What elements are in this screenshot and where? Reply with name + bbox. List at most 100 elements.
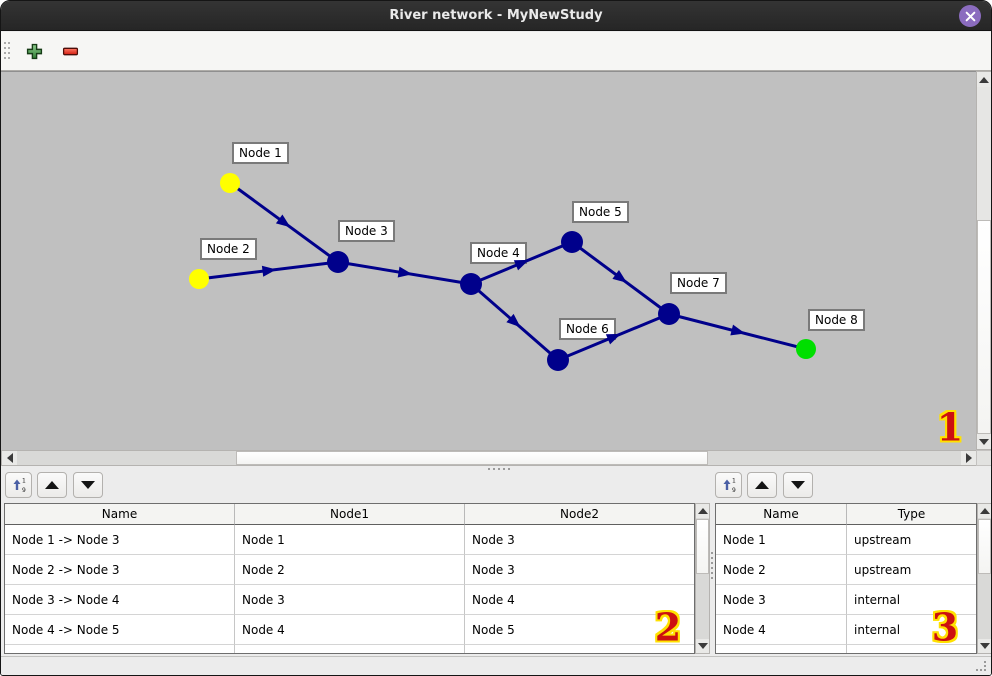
splitter-grip[interactable] xyxy=(711,552,713,582)
column-header[interactable]: Node2 xyxy=(465,504,694,525)
green-plus-icon xyxy=(26,43,42,59)
node-label[interactable]: Node 7 xyxy=(670,272,727,294)
network-node[interactable] xyxy=(547,349,569,371)
table-cell[interactable]: Node 2 -> Node 3 xyxy=(5,555,235,585)
node-label[interactable]: Node 5 xyxy=(572,201,629,223)
scroll-down-button[interactable] xyxy=(696,639,709,653)
scrollbar-thumb[interactable] xyxy=(977,220,991,434)
table-cell[interactable]: Node 4 xyxy=(716,615,847,645)
network-node[interactable] xyxy=(460,273,482,295)
table-cell[interactable]: internal xyxy=(847,585,976,615)
table-cell[interactable]: upstream xyxy=(847,555,976,585)
close-button[interactable] xyxy=(959,5,981,27)
canvas-horizontal-scrollbar[interactable] xyxy=(1,450,977,466)
network-node[interactable] xyxy=(796,339,816,359)
scrollbar-thumb[interactable] xyxy=(236,451,708,465)
toolbar-drag-handle[interactable] xyxy=(8,42,10,60)
table-cell[interactable]: internal xyxy=(847,615,976,645)
node-sort-button[interactable]: 1 9 xyxy=(715,472,742,498)
scroll-up-button[interactable] xyxy=(977,72,991,87)
status-bar xyxy=(1,656,991,675)
table-cell[interactable]: Node 3 -> Node 4 xyxy=(5,585,235,615)
table-cell[interactable]: Node 3 xyxy=(465,525,694,555)
table-cell[interactable]: Node 3 xyxy=(465,555,694,585)
resize-grip-icon[interactable] xyxy=(976,661,986,671)
reach-move-up-button[interactable] xyxy=(37,472,67,498)
network-node[interactable] xyxy=(220,173,240,193)
reach-table-scrollbar[interactable] xyxy=(695,503,710,654)
svg-text:9: 9 xyxy=(732,487,736,493)
table-cell[interactable]: Node 4 -> Node 5 xyxy=(5,615,235,645)
node-table-scrollbar[interactable] xyxy=(977,503,991,654)
node-move-down-button[interactable] xyxy=(783,472,813,498)
remove-button[interactable] xyxy=(58,39,82,63)
scrollbar-thumb[interactable] xyxy=(978,519,991,574)
node-move-up-button[interactable] xyxy=(747,472,777,498)
add-button[interactable] xyxy=(22,39,46,63)
flow-arrow-icon xyxy=(612,270,627,283)
table-cell[interactable]: Node 3 xyxy=(235,585,465,615)
network-node[interactable] xyxy=(658,303,680,325)
table-cell[interactable]: Node 5 xyxy=(465,615,694,645)
reach-sort-button[interactable]: 1 9 xyxy=(5,472,32,498)
table-cell[interactable]: Node 3 xyxy=(716,585,847,615)
node-label[interactable]: Node 8 xyxy=(808,309,865,331)
triangle-down-icon xyxy=(979,438,989,445)
scroll-right-button[interactable] xyxy=(961,451,976,465)
toolbar-drag-handle[interactable] xyxy=(4,42,6,60)
column-header[interactable]: Type xyxy=(847,504,976,525)
table-cell[interactable]: Node 1 xyxy=(716,525,847,555)
flow-arrow-icon xyxy=(730,324,746,336)
node-label[interactable]: Node 6 xyxy=(559,318,616,340)
table-cell[interactable]: Node 1 -> Node 3 xyxy=(5,525,235,555)
table-cell[interactable]: Node 4 xyxy=(465,585,694,615)
move-down-icon xyxy=(81,481,95,489)
scrollbar-corner xyxy=(976,450,991,466)
column-header[interactable]: Node1 xyxy=(235,504,465,525)
network-node[interactable] xyxy=(327,251,349,273)
canvas-vertical-scrollbar[interactable] xyxy=(976,71,991,450)
node-label[interactable]: Node 2 xyxy=(200,238,257,260)
flow-arrow-icon xyxy=(261,265,277,277)
node-label[interactable]: Node 3 xyxy=(338,220,395,242)
table-cell[interactable]: upstream xyxy=(847,525,976,555)
column-header[interactable]: Name xyxy=(5,504,235,525)
main-toolbar xyxy=(1,32,991,71)
scroll-up-button[interactable] xyxy=(978,504,991,518)
table-cell[interactable]: Node 4 xyxy=(235,615,465,645)
network-canvas[interactable]: Node 1 Node 2 Node 3 Node 4 Node 5 Node 6 Node… xyxy=(1,71,977,450)
network-node[interactable] xyxy=(189,269,209,289)
reach-move-down-button[interactable] xyxy=(73,472,103,498)
node-label[interactable]: Node 1 xyxy=(232,142,289,164)
splitter-grip[interactable] xyxy=(488,468,510,470)
network-node[interactable] xyxy=(561,231,583,253)
vertical-splitter[interactable] xyxy=(711,472,714,656)
sort-1-9-icon: 1 9 xyxy=(13,478,26,493)
flow-arrow-icon xyxy=(397,266,413,278)
table-cell[interactable]: Node 2 xyxy=(716,555,847,585)
title-bar[interactable]: River network - MyNewStudy xyxy=(1,1,991,31)
scrollbar-thumb[interactable] xyxy=(696,519,709,574)
scroll-down-button[interactable] xyxy=(977,434,991,449)
scroll-up-button[interactable] xyxy=(696,504,709,518)
table-cell[interactable]: Node 2 xyxy=(235,555,465,585)
node-label[interactable]: Node 4 xyxy=(470,242,527,264)
move-down-icon xyxy=(791,481,805,489)
scroll-left-button[interactable] xyxy=(2,451,17,465)
column-header[interactable]: Name xyxy=(716,504,847,525)
scroll-down-button[interactable] xyxy=(978,639,991,653)
table-cell[interactable]: Node 1 xyxy=(235,525,465,555)
